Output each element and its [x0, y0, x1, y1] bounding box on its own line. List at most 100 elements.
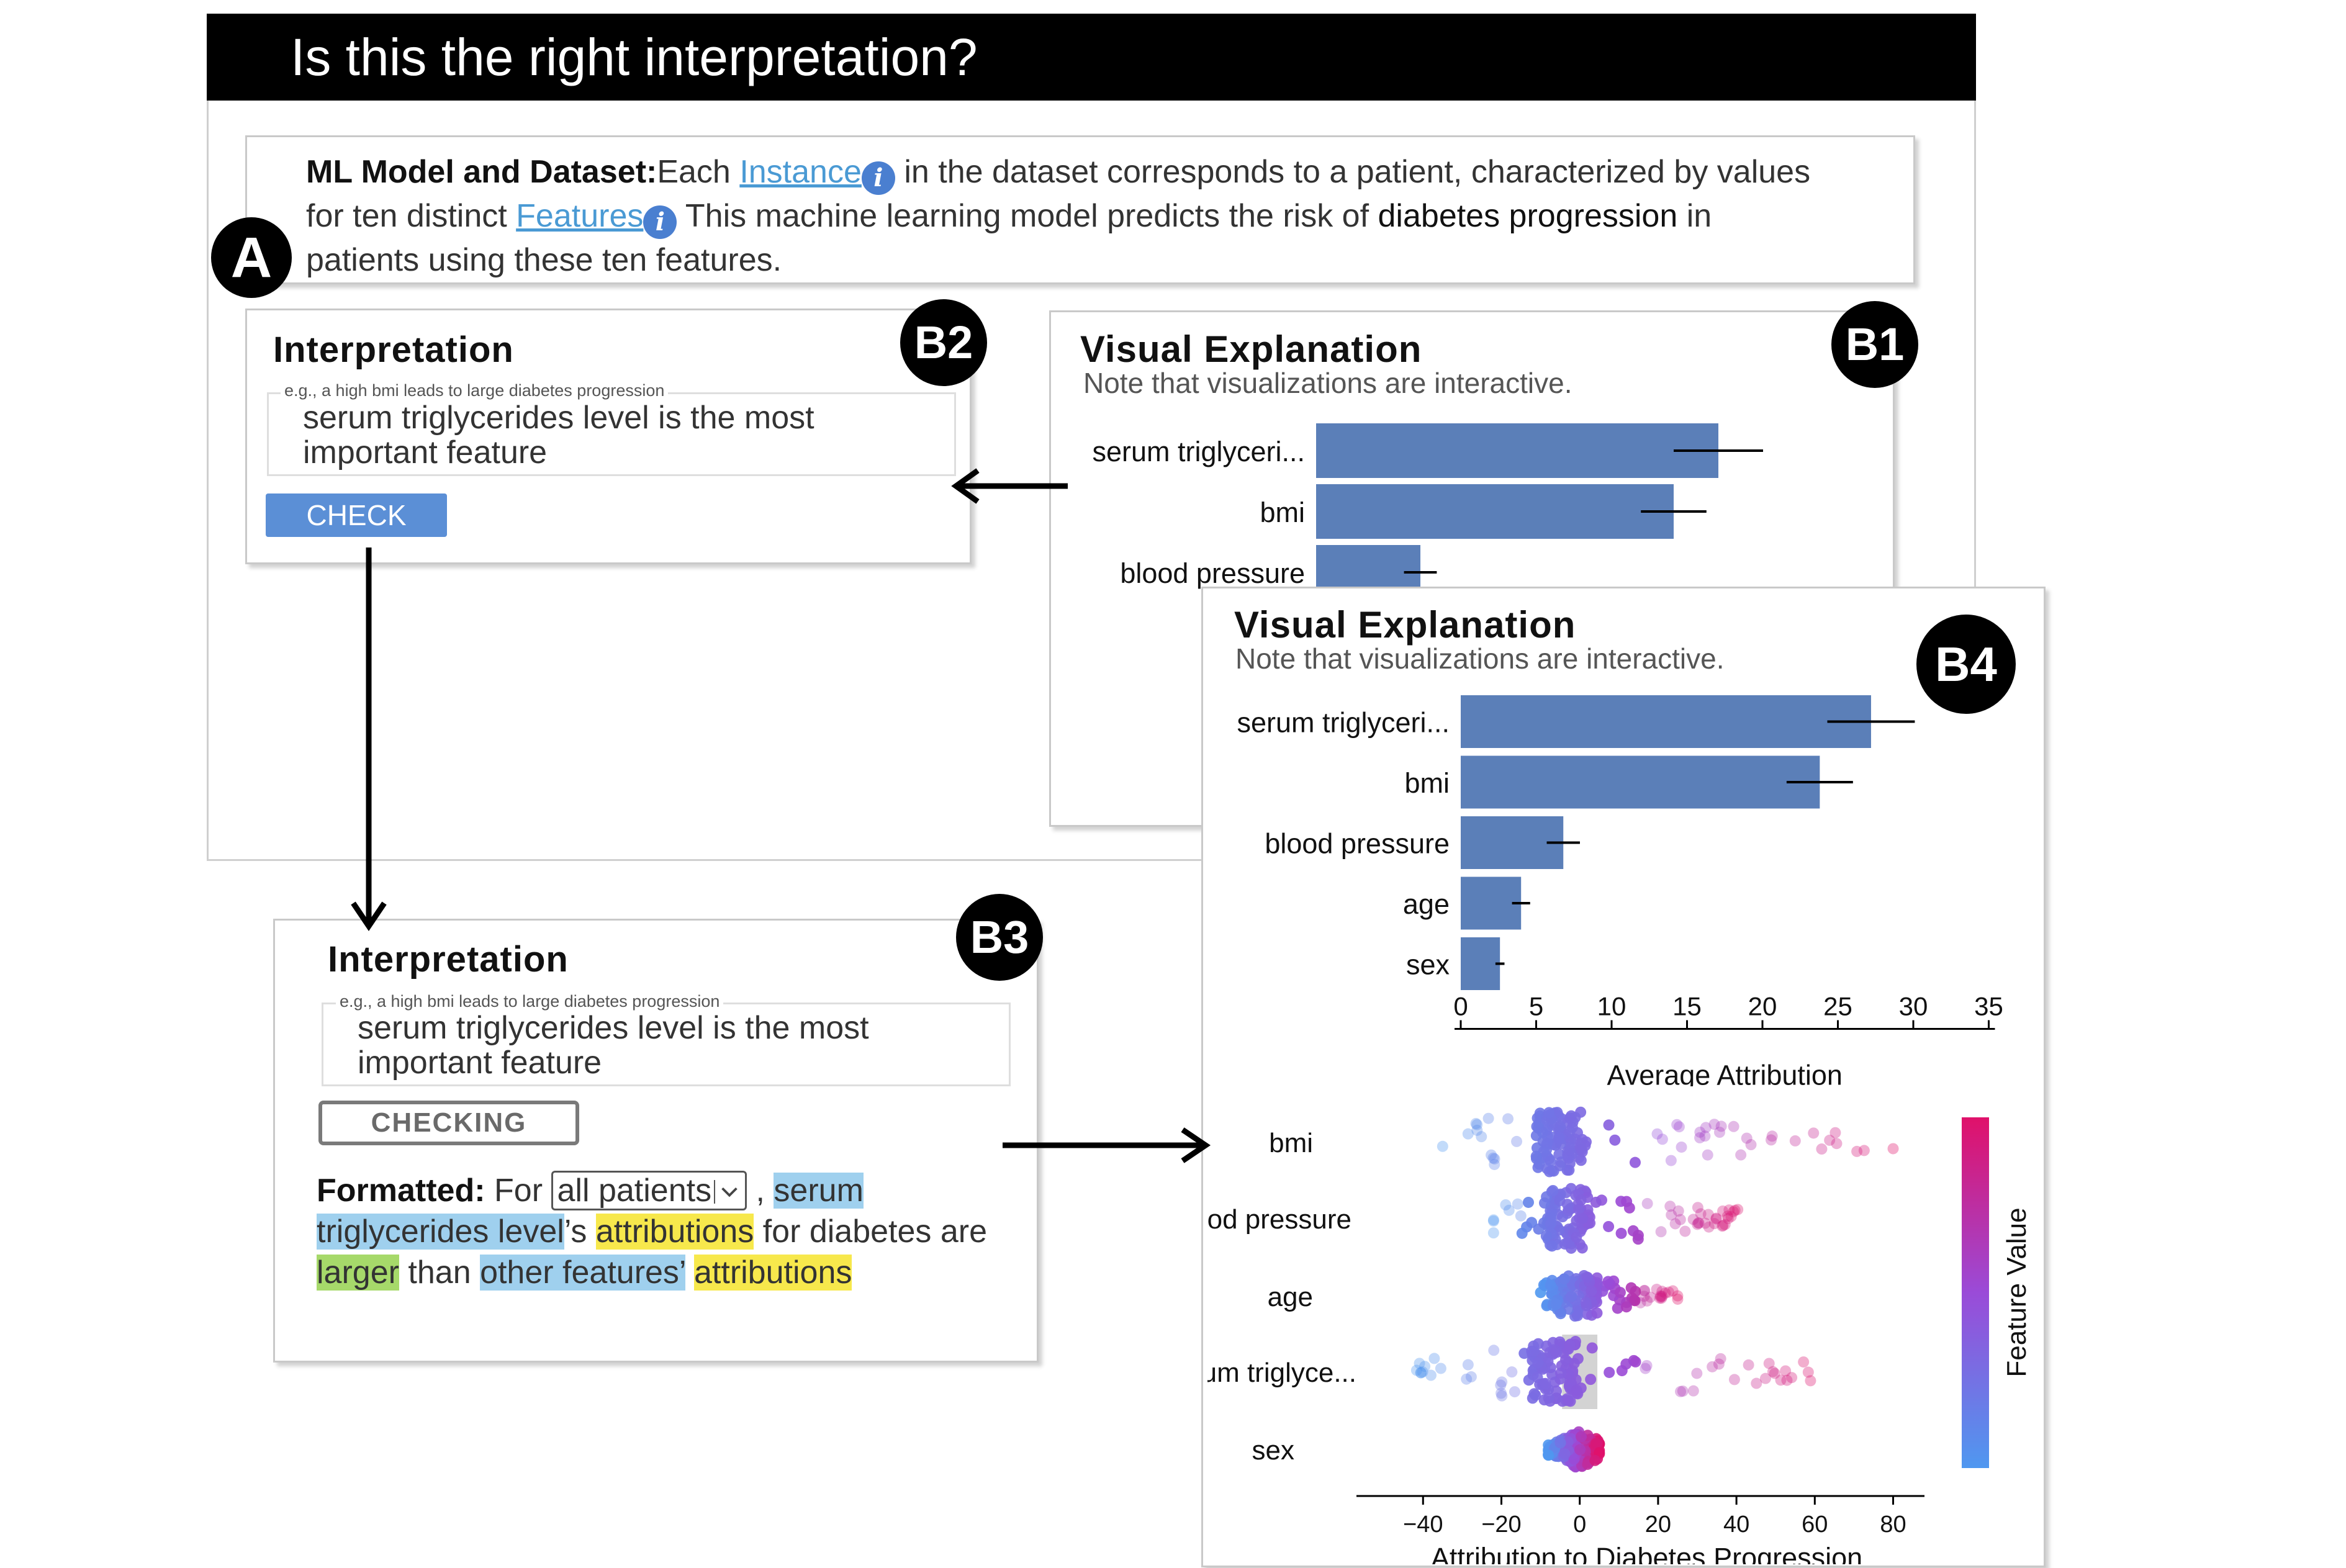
- swarm-point: [1656, 1291, 1668, 1302]
- visual-explanation-note: Note that visualizations are interactive…: [1083, 367, 1572, 399]
- swarm-point: [1715, 1120, 1727, 1132]
- swarm-point: [1632, 1233, 1644, 1245]
- swarm-point: [1564, 1395, 1576, 1407]
- swarm-point: [1798, 1356, 1810, 1368]
- x-tick-label: 15: [1672, 992, 1702, 1021]
- swarm-point: [1769, 1367, 1780, 1379]
- swarm-point: [1655, 1291, 1667, 1302]
- info-icon[interactable]: i: [643, 205, 677, 239]
- text: For: [485, 1173, 552, 1209]
- swarm-point: [1699, 1217, 1711, 1229]
- visual-explanation-title: Visual Explanation: [1080, 328, 1422, 370]
- swarm-point: [1415, 1367, 1427, 1379]
- swarm-point: [1675, 1386, 1687, 1397]
- swarm-point: [1710, 1212, 1722, 1224]
- swarm-point: [1743, 1359, 1754, 1371]
- swarm-point: [1708, 1119, 1720, 1130]
- swarm-point: [1532, 1357, 1544, 1369]
- swarm-point: [1644, 1291, 1656, 1303]
- swarm-point: [1666, 1209, 1677, 1221]
- swarm-point: [1572, 1310, 1584, 1322]
- text: ’s: [564, 1214, 596, 1250]
- swarm-point: [1700, 1122, 1712, 1133]
- swarm-point: [1496, 1387, 1507, 1399]
- swarm-point: [1410, 1364, 1422, 1376]
- swarm-point: [1496, 1390, 1508, 1402]
- swarm-point: [1741, 1132, 1753, 1144]
- swarm-point: [1808, 1127, 1820, 1139]
- text: in the dataset corresponds to a patient,…: [895, 154, 1811, 190]
- swarm-point: [1676, 1141, 1687, 1153]
- swarm-point: [1471, 1119, 1483, 1130]
- swarm-point: [1581, 1300, 1592, 1312]
- swarm-point: [1728, 1374, 1740, 1386]
- swarm-point: [1745, 1139, 1757, 1151]
- badge-b4: B4: [1916, 615, 2016, 714]
- swarm-point: [1651, 1128, 1663, 1140]
- swarm-point: [1489, 1153, 1500, 1165]
- swarm-point: [1554, 1308, 1566, 1320]
- info-icon[interactable]: i: [861, 161, 895, 195]
- swarm-point: [1629, 1295, 1641, 1307]
- arrow-b2-to-b3: [351, 547, 387, 932]
- swarm-point: [1554, 1437, 1566, 1449]
- swarm-point: [1560, 1354, 1572, 1366]
- visual-explanation-panel-b4: [1201, 587, 2046, 1567]
- swarm-point: [1571, 1384, 1582, 1396]
- x-tick-label: −40: [1403, 1512, 1443, 1538]
- text: This machine learning model predicts the…: [677, 198, 1378, 234]
- swarm-point: [1522, 1196, 1534, 1208]
- badge-a: A: [211, 217, 292, 298]
- visual-explanation-note: Note that visualizations are interactive…: [1235, 642, 1725, 675]
- swarm-point: [1559, 1448, 1571, 1460]
- swarm-point: [1465, 1371, 1477, 1383]
- bar: [1316, 484, 1674, 539]
- swarm-point: [1575, 1194, 1587, 1206]
- swarm-point: [1692, 1219, 1703, 1230]
- swarm-point: [1590, 1196, 1602, 1208]
- swarm-point: [1751, 1377, 1762, 1389]
- text: in: [1677, 198, 1712, 234]
- swarm-point: [1780, 1365, 1792, 1377]
- page-title: Is this the right interpretation?: [207, 14, 1976, 101]
- swarm-point: [1553, 1148, 1565, 1160]
- swarm-point: [1824, 1134, 1836, 1146]
- swarm-point: [1717, 1220, 1728, 1232]
- swarm-point: [1687, 1385, 1699, 1397]
- swarm-point: [1612, 1302, 1623, 1314]
- y-tick-label: bmi: [1404, 767, 1450, 799]
- swarm-point: [1569, 1112, 1581, 1124]
- swarm-point: [1722, 1213, 1734, 1225]
- swarm-point: [1659, 1287, 1671, 1299]
- checking-button[interactable]: CHECKING: [318, 1101, 579, 1145]
- check-button[interactable]: CHECK: [266, 493, 447, 537]
- swarm-point: [1487, 1227, 1499, 1239]
- interpretation-input[interactable]: serum triglycerides level is the most im…: [267, 392, 956, 476]
- swarm-point: [1665, 1155, 1677, 1166]
- swarm-point: [1614, 1287, 1626, 1299]
- swarm-point: [1656, 1292, 1667, 1304]
- bar: [1461, 695, 1871, 748]
- swarm-point: [1495, 1379, 1507, 1391]
- interpretation-title: Interpretation: [273, 330, 514, 370]
- x-axis-label: Average Attribution: [1607, 1060, 1843, 1087]
- swarm-point: [1692, 1202, 1703, 1214]
- scope-select[interactable]: all patients: [551, 1171, 747, 1210]
- swarm-point: [1576, 1213, 1588, 1225]
- swarm-point: [1437, 1140, 1448, 1152]
- instance-link[interactable]: Instance: [739, 154, 862, 190]
- features-link[interactable]: Features: [516, 198, 644, 234]
- swarm-point: [1609, 1134, 1621, 1146]
- text: for ten distinct: [306, 198, 517, 234]
- swarm-point: [1766, 1134, 1777, 1146]
- swarm-point: [1551, 1346, 1563, 1358]
- swarm-point: [1428, 1353, 1440, 1364]
- colorbar: [1962, 1117, 1989, 1468]
- swarm-point: [1656, 1133, 1668, 1145]
- swarm-point: [1858, 1145, 1870, 1156]
- swarm-point: [1545, 1279, 1556, 1291]
